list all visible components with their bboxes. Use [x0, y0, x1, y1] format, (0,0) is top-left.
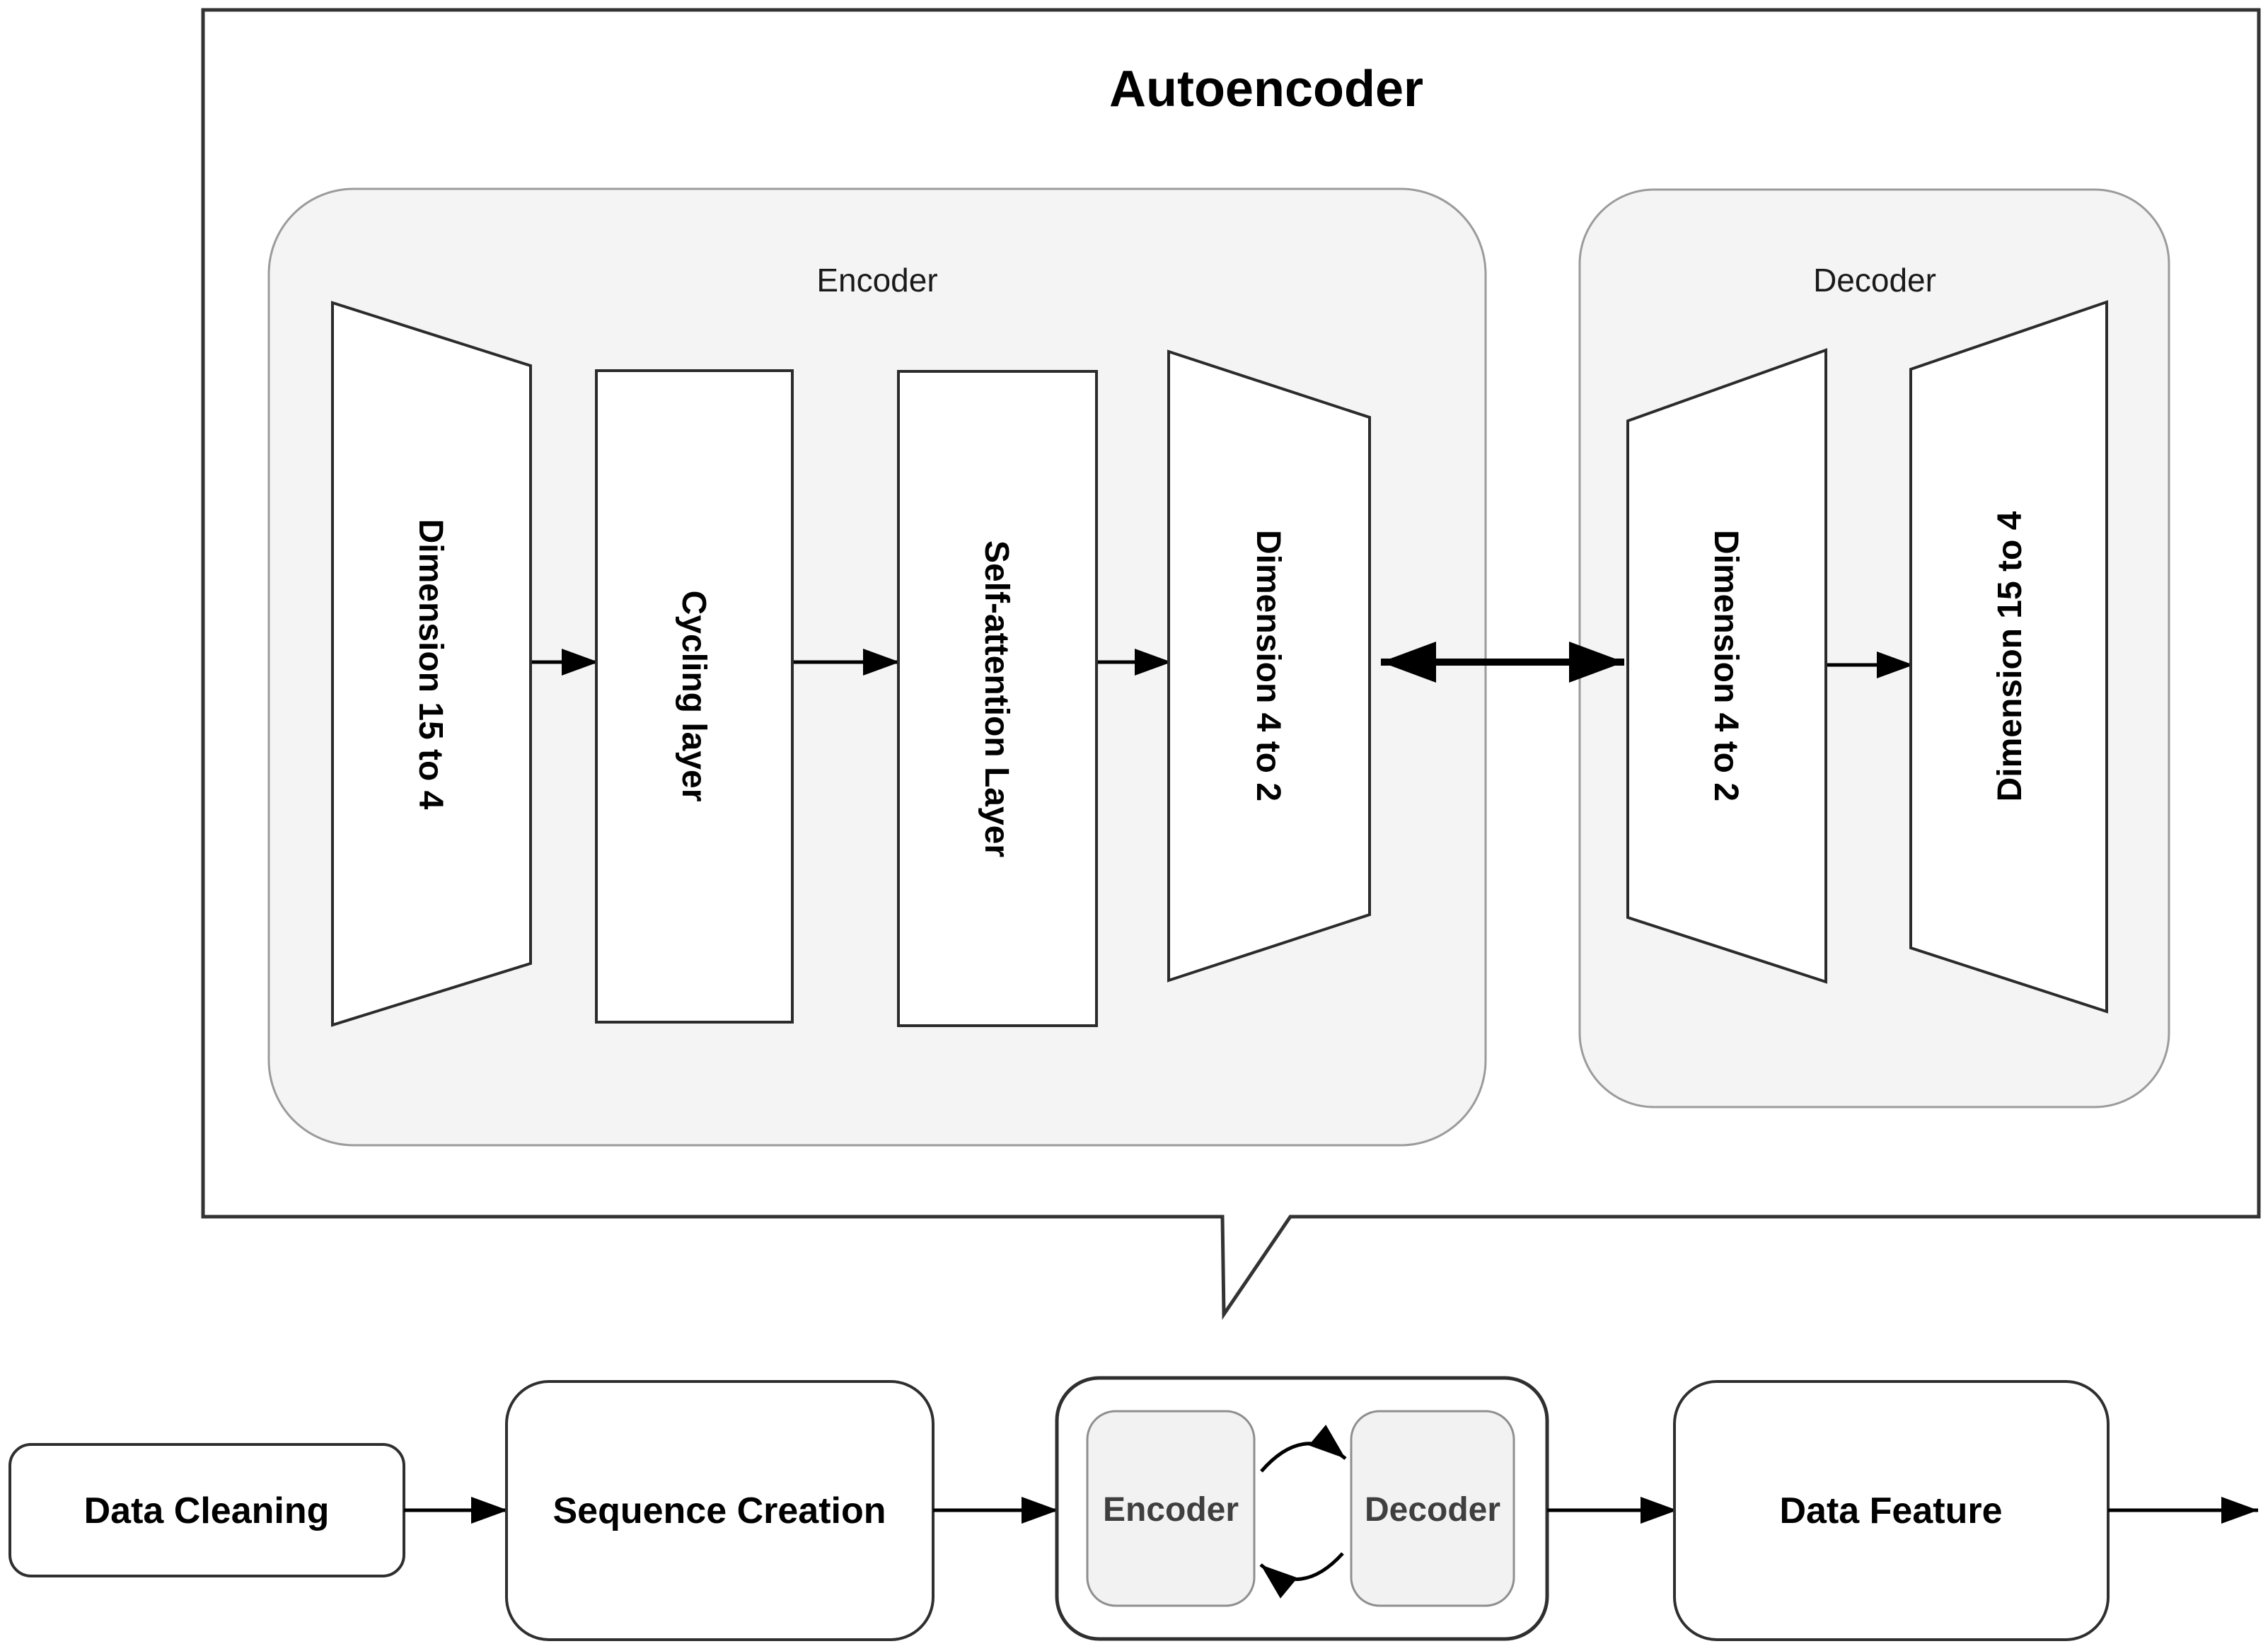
- decoder-block-dimension-4-to-2-label: Dimension 4 to 2: [1707, 530, 1745, 801]
- decoder-block-dimension-4-to-2: [1626, 348, 1827, 984]
- decoder-container-label: Decoder: [1813, 262, 1936, 299]
- pipeline-decoder-inner-label: Decoder: [1365, 1491, 1500, 1529]
- encoder-block-dimension-4-to-2-label: Dimension 4 to 2: [1249, 530, 1287, 801]
- decoder-block-dimension-15-to-4: [1909, 300, 2108, 1014]
- pipeline-encoder-inner-box: [1086, 1410, 1256, 1607]
- arrow-cycle-decoder-to-encoder: [1259, 1552, 1344, 1599]
- encoder-block-self-attention-layer-label: Self-attention Layer: [978, 540, 1015, 857]
- pipeline-encoder-inner-label: Encoder: [1103, 1491, 1239, 1529]
- encoder-block-cycling-layer-label: Cycling layer: [675, 591, 712, 802]
- encoder-block-dimension-15-to-4: [331, 301, 532, 1027]
- arrow-cycle-encoder-to-decoder: [1260, 1425, 1347, 1473]
- pipeline-step-data-feature-label: Data Feature: [1780, 1490, 2003, 1531]
- diagram-title: Autoencoder: [1109, 61, 1423, 117]
- encoder-block-dimension-4-to-2: [1167, 349, 1371, 983]
- encoder-container-label: Encoder: [816, 262, 937, 299]
- pipeline-decoder-inner-box: [1350, 1410, 1515, 1607]
- encoder-block-cycling-layer: [595, 369, 794, 1024]
- pipeline-step-data-cleaning-label: Data Cleaning: [84, 1490, 330, 1531]
- pipeline-step-sequence-creation-label: Sequence Creation: [552, 1490, 886, 1531]
- encoder-block-dimension-15-to-4-label: Dimension 15 to 4: [412, 519, 449, 810]
- decoder-block-dimension-15-to-4-label: Dimension 15 to 4: [1991, 511, 2029, 801]
- encoder-block-self-attention-layer: [897, 370, 1098, 1027]
